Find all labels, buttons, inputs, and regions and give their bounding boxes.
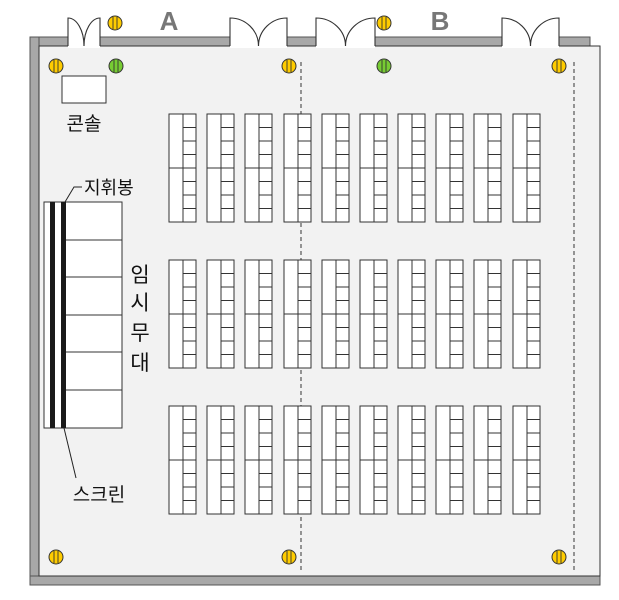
chair-row xyxy=(244,113,273,169)
screen-bar xyxy=(61,202,66,428)
chair-row xyxy=(283,459,312,515)
chair-row xyxy=(435,113,464,169)
chair-row xyxy=(206,459,235,515)
stage-char-2: 시 xyxy=(130,291,149,315)
podium-label: 지휘봉 xyxy=(84,178,134,199)
chair-row xyxy=(359,459,388,515)
chair-row xyxy=(244,459,273,515)
stage-char-3: 무 xyxy=(130,321,149,345)
screen-leader xyxy=(63,427,77,479)
chair-row xyxy=(168,459,197,515)
stage-char-4: 대 xyxy=(130,351,149,375)
lights xyxy=(48,15,567,565)
yellow-light-icon xyxy=(551,58,567,74)
chair-row xyxy=(359,113,388,169)
yellow-light-icon xyxy=(281,549,297,565)
chair-row xyxy=(359,405,388,461)
chair-row xyxy=(168,313,197,369)
chair-row xyxy=(321,459,350,515)
chair-row xyxy=(168,259,197,315)
yellow-light-icon xyxy=(48,549,64,565)
chair-row xyxy=(435,459,464,515)
chair-row xyxy=(473,459,502,515)
chair-row xyxy=(206,113,235,169)
yellow-light-icon xyxy=(107,15,123,31)
green-light-icon xyxy=(108,58,124,74)
chair-row xyxy=(512,259,541,315)
bottom-wall xyxy=(29,575,601,586)
chair-row xyxy=(206,405,235,461)
chair-row xyxy=(397,405,426,461)
chair-row xyxy=(244,259,273,315)
yellow-light-icon xyxy=(281,58,297,74)
doors xyxy=(67,17,560,48)
chair-row xyxy=(473,313,502,369)
screen-bar xyxy=(50,202,55,428)
podium-leader xyxy=(64,186,82,203)
chair-row xyxy=(283,405,312,461)
room-label-b: B xyxy=(431,6,450,36)
door-icon xyxy=(315,17,376,48)
chair-row xyxy=(512,459,541,515)
chair-row xyxy=(397,167,426,223)
chair-row xyxy=(512,313,541,369)
chair-row xyxy=(321,259,350,315)
chair-row xyxy=(206,167,235,223)
door-icon xyxy=(67,17,101,48)
chair-row xyxy=(359,259,388,315)
chair-row xyxy=(168,405,197,461)
door-icon xyxy=(501,17,560,48)
chair-row xyxy=(283,113,312,169)
chair-row xyxy=(397,259,426,315)
door-icon xyxy=(229,17,288,48)
chair-row xyxy=(435,259,464,315)
chair-row xyxy=(397,459,426,515)
chair-row xyxy=(244,167,273,223)
chair-row xyxy=(473,167,502,223)
chair-row xyxy=(321,113,350,169)
chair-row xyxy=(473,259,502,315)
yellow-light-icon xyxy=(551,549,567,565)
chair-row xyxy=(397,113,426,169)
chair-row xyxy=(435,313,464,369)
chair-row xyxy=(206,313,235,369)
room-label-a: A xyxy=(160,6,179,36)
stage-char-1: 임 xyxy=(130,263,149,287)
yellow-light-icon xyxy=(376,15,392,31)
green-light-icon xyxy=(376,58,392,74)
chair-row xyxy=(512,113,541,169)
yellow-light-icon xyxy=(48,58,64,74)
chair-row xyxy=(244,405,273,461)
chair-row xyxy=(397,313,426,369)
console-box xyxy=(61,75,107,104)
chair-row xyxy=(244,313,273,369)
chair-row xyxy=(473,405,502,461)
chair-row xyxy=(321,405,350,461)
seating-area xyxy=(168,113,541,515)
room-floor xyxy=(38,45,601,577)
chair-row xyxy=(206,259,235,315)
chair-row xyxy=(435,167,464,223)
chair-row xyxy=(283,259,312,315)
chair-row xyxy=(321,313,350,369)
chair-row xyxy=(168,167,197,223)
chair-row xyxy=(321,167,350,223)
chair-row xyxy=(512,405,541,461)
chair-row xyxy=(283,167,312,223)
chair-row xyxy=(168,113,197,169)
console-label: 콘솔 xyxy=(67,113,102,135)
left-wall xyxy=(29,36,40,586)
chair-row xyxy=(359,313,388,369)
chair-row xyxy=(435,405,464,461)
chair-row xyxy=(283,313,312,369)
chair-row xyxy=(473,113,502,169)
screen-label: 스크린 xyxy=(73,484,125,506)
chair-row xyxy=(359,167,388,223)
temporary-stage xyxy=(43,201,123,429)
chair-row xyxy=(512,167,541,223)
